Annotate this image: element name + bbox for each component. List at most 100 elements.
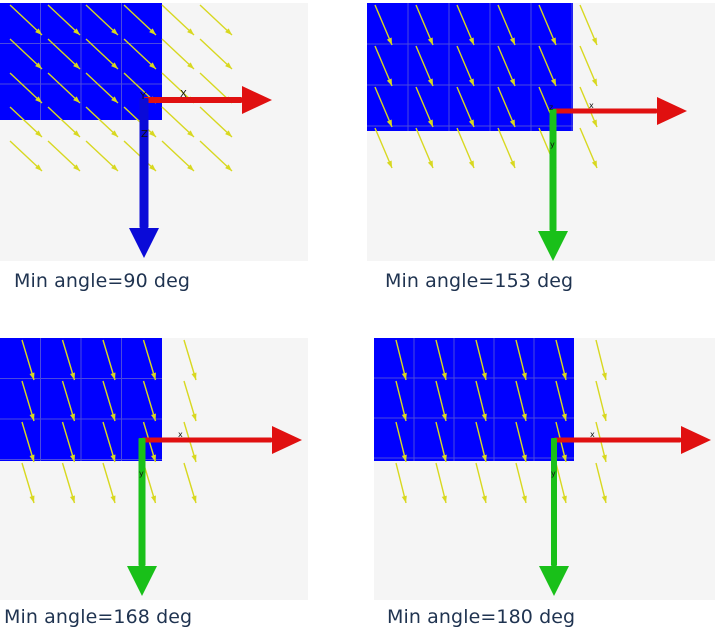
vector-head <box>401 413 407 421</box>
vector-head <box>111 96 118 103</box>
vector-head <box>191 413 197 421</box>
vector-shaft <box>374 4 393 46</box>
vector-head <box>110 495 116 503</box>
vector-head <box>29 495 35 503</box>
vector-head <box>29 413 35 421</box>
vector-shaft <box>456 127 475 169</box>
vector-head <box>69 495 75 503</box>
vector-head <box>591 119 597 127</box>
vector-head <box>427 119 433 127</box>
vector-head <box>481 454 487 462</box>
vector-head <box>225 62 232 69</box>
vector-head <box>150 372 156 380</box>
vector-head <box>73 96 80 103</box>
vector-head <box>427 160 433 168</box>
vector-shaft <box>538 45 557 87</box>
x-axis-arrowhead <box>242 86 272 114</box>
vector-shaft <box>47 38 81 70</box>
vector-shaft <box>47 4 81 36</box>
vector-shaft <box>47 106 81 138</box>
caption: Min angle=180 deg <box>387 606 576 628</box>
vector-head <box>601 495 607 503</box>
vector-head <box>35 62 42 69</box>
vector-head <box>150 495 156 503</box>
vector-field-view: xy <box>374 338 715 600</box>
vector-shaft <box>199 106 233 138</box>
vector-head <box>468 160 474 168</box>
vector-shaft <box>9 140 43 172</box>
vector-head <box>225 164 232 171</box>
origin-axis-label: z <box>549 103 553 112</box>
vector-head <box>601 454 607 462</box>
mesh-region <box>374 338 574 461</box>
y-axis-label: y <box>139 469 144 478</box>
vector-shaft <box>415 4 434 46</box>
vector-shaft <box>374 86 393 128</box>
vector-head <box>110 454 116 462</box>
vector-shaft <box>47 140 81 172</box>
vector-head <box>509 119 515 127</box>
vector-shaft <box>456 45 475 87</box>
x-axis-shaft <box>142 437 272 443</box>
vector-head <box>441 495 447 503</box>
vector-head <box>561 372 567 380</box>
vector-shaft <box>497 86 516 128</box>
vector-shaft <box>497 4 516 46</box>
vector-head <box>561 495 567 503</box>
y-axis-label: y <box>550 140 555 149</box>
vector-shaft <box>199 140 233 172</box>
vector-shaft <box>374 45 393 87</box>
vector-head <box>150 454 156 462</box>
vector-head <box>468 78 474 86</box>
vector-head <box>111 28 118 35</box>
vector-shaft <box>579 45 598 87</box>
vector-head <box>191 495 197 503</box>
vector-head <box>187 62 194 69</box>
vector-head <box>401 495 407 503</box>
vector-head <box>149 28 156 35</box>
caption: Min angle=90 deg <box>14 270 191 292</box>
vector-head <box>225 28 232 35</box>
y-axis-label: y <box>551 469 556 478</box>
vector-head <box>187 164 194 171</box>
y-axis-shaft <box>551 438 557 566</box>
vector-head <box>468 37 474 45</box>
vector-head <box>73 62 80 69</box>
vector-shaft <box>9 106 43 138</box>
vector-head <box>521 454 527 462</box>
vector-head <box>35 96 42 103</box>
vector-head <box>149 164 156 171</box>
x-axis-arrowhead <box>681 426 711 454</box>
vector-shaft <box>579 4 598 46</box>
caption: Min angle=168 deg <box>4 606 193 628</box>
x-axis-shaft <box>553 108 657 114</box>
vector-shaft <box>497 45 516 87</box>
vector-head <box>427 37 433 45</box>
vector-shaft <box>579 86 598 128</box>
x-axis-shaft <box>554 437 681 443</box>
vector-head <box>150 413 156 421</box>
vector-head <box>550 78 556 86</box>
vector-head <box>481 495 487 503</box>
vector-head <box>35 130 42 137</box>
vector-head <box>386 160 392 168</box>
z-axis-label: Z <box>141 129 148 140</box>
vector-shaft <box>456 86 475 128</box>
vector-shaft <box>123 4 157 36</box>
vector-head <box>509 37 515 45</box>
vector-head <box>509 78 515 86</box>
vector-shaft <box>85 4 119 36</box>
vector-head <box>29 454 35 462</box>
vector-shaft <box>538 4 557 46</box>
vector-head <box>111 62 118 69</box>
x-axis-arrowhead <box>657 97 687 125</box>
vector-head <box>73 28 80 35</box>
vector-field <box>395 339 607 504</box>
x-axis-shaft <box>144 97 242 103</box>
y-axis-arrowhead <box>538 231 568 261</box>
vector-head <box>591 37 597 45</box>
x-axis-arrowhead <box>272 426 302 454</box>
vector-shaft <box>161 4 195 36</box>
vector-head <box>509 160 515 168</box>
vector-shaft <box>161 106 195 138</box>
